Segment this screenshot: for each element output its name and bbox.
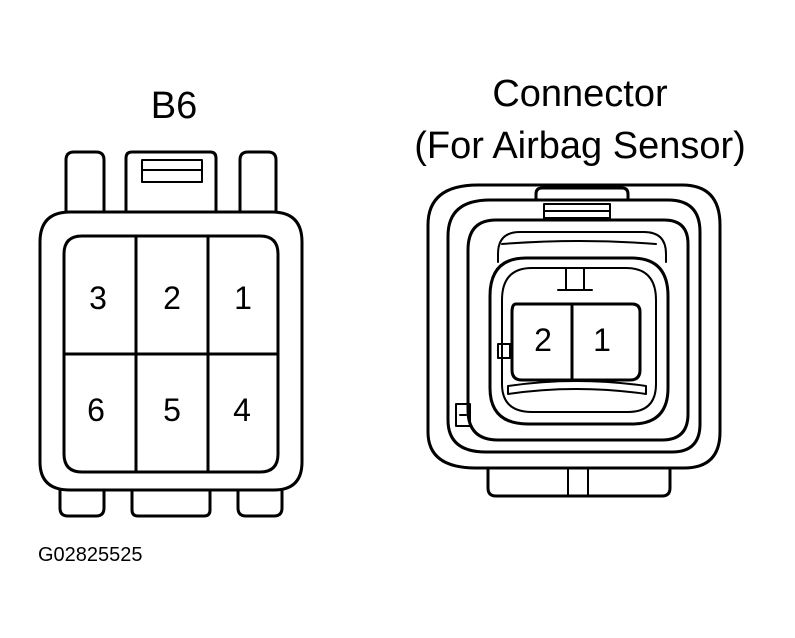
figure-code: G02825525 (38, 544, 143, 566)
b6-connector: B6 3 2 1 6 5 4 (38, 85, 304, 518)
airbag-bottom-foot (486, 466, 672, 498)
airbag-connector-title-line1: Connector (492, 73, 668, 115)
airbag-pin-label: 2 (534, 322, 552, 358)
b6-pin-label: 3 (89, 280, 107, 316)
airbag-outer-ring (446, 198, 702, 454)
b6-pin-label: 2 (163, 280, 181, 316)
airbag-terminal-block (510, 302, 642, 382)
b6-latch (124, 150, 218, 214)
b6-bottom-feet (58, 488, 284, 518)
b6-pin-label: 1 (234, 280, 252, 316)
b6-pin-label: 6 (87, 392, 105, 428)
airbag-key (565, 267, 585, 291)
airbag-collar (466, 218, 690, 442)
airbag-connector-title-line2: (For Airbag Sensor) (414, 125, 746, 167)
b6-pin-label: 4 (233, 392, 251, 428)
airbag-mating-face (488, 256, 670, 426)
airbag-latch (534, 186, 630, 202)
airbag-pin-label: 1 (593, 322, 611, 358)
airbag-polarity-tab (497, 343, 511, 359)
airbag-sensor-connector: Connector (For Airbag Sensor) (414, 73, 746, 498)
b6-housing (38, 210, 304, 492)
airbag-housing (426, 183, 722, 470)
b6-pin-grid (62, 234, 280, 474)
b6-pin-label: 5 (163, 392, 181, 428)
b6-top-right-tab (238, 150, 278, 214)
b6-title: B6 (151, 85, 197, 127)
b6-top-left-tab (64, 150, 106, 214)
